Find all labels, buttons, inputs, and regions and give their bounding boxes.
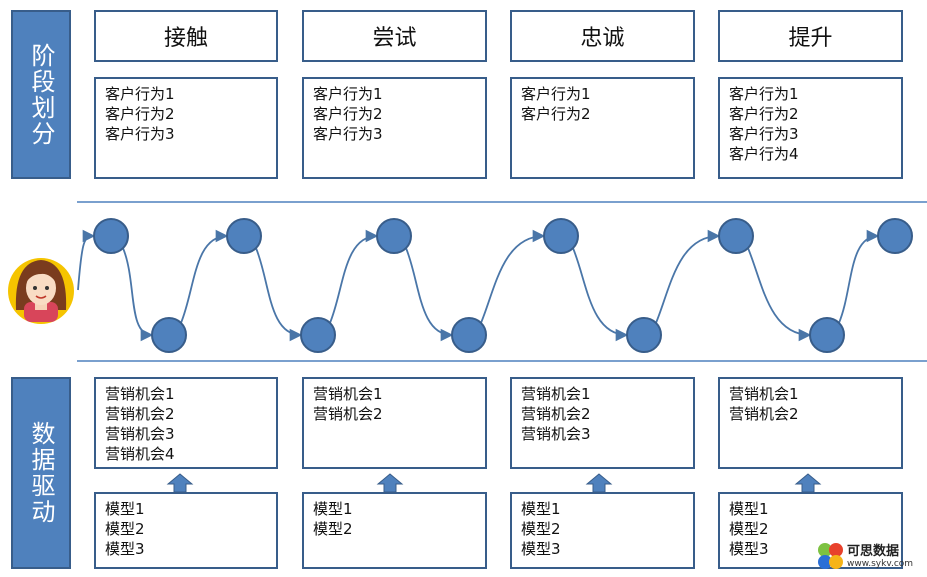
journey-wave-segment xyxy=(747,247,812,342)
behavior-item: 客户行为4 xyxy=(729,145,799,163)
stage-title-1: 接触 xyxy=(94,10,278,62)
opportunities-box-3: 营销机会1 营销机会2 营销机会3 xyxy=(510,377,695,469)
journey-wave-segment xyxy=(405,247,454,342)
journey-wave-segment xyxy=(180,229,229,324)
journey-node-icon xyxy=(877,218,913,254)
journey-node-icon xyxy=(93,218,129,254)
model-item: 模型2 xyxy=(313,520,353,538)
journey-wave-segment xyxy=(255,247,303,342)
behavior-item: 客户行为3 xyxy=(105,125,175,143)
behavior-item: 客户行为1 xyxy=(313,85,383,103)
behaviors-box-1: 客户行为1 客户行为2 客户行为3 xyxy=(94,77,278,179)
opportunity-item: 营销机会3 xyxy=(521,425,591,443)
model-item: 模型1 xyxy=(313,500,353,518)
sykv-watermark: 可思数据 www.sykv.com xyxy=(814,538,926,576)
behaviors-box-2: 客户行为1 客户行为2 客户行为3 xyxy=(302,77,487,179)
journey-node-icon xyxy=(543,218,579,254)
journey-wave-segment xyxy=(838,229,880,324)
opportunity-item: 营销机会2 xyxy=(521,405,591,423)
opportunity-item: 营销机会1 xyxy=(105,385,175,403)
journey-node-icon xyxy=(809,317,845,353)
journey-wave-segment xyxy=(655,229,721,324)
journey-node-icon xyxy=(151,317,187,353)
model-item: 模型1 xyxy=(105,500,145,518)
behavior-item: 客户行为2 xyxy=(313,105,383,123)
model-item: 模型3 xyxy=(105,540,145,558)
behavior-item: 客户行为2 xyxy=(521,105,591,123)
opportunity-item: 营销机会2 xyxy=(313,405,383,423)
up-arrow-icon xyxy=(376,473,404,493)
models-box-3: 模型1 模型2 模型3 xyxy=(510,492,695,569)
journey-wave-segment xyxy=(480,229,546,324)
behaviors-box-4: 客户行为1 客户行为2 客户行为3 客户行为4 xyxy=(718,77,903,179)
model-item: 模型2 xyxy=(521,520,561,538)
journey-wave-segment xyxy=(122,247,154,342)
opportunity-item: 营销机会4 xyxy=(105,445,175,463)
data-driven-label: 数据驱动 xyxy=(11,377,71,569)
model-item: 模型2 xyxy=(729,520,769,538)
opportunities-box-4: 营销机会1 营销机会2 xyxy=(718,377,903,469)
behavior-item: 客户行为3 xyxy=(313,125,383,143)
models-box-1: 模型1 模型2 模型3 xyxy=(94,492,278,569)
opportunities-box-1: 营销机会1 营销机会2 营销机会3 营销机会4 xyxy=(94,377,278,469)
behavior-item: 客户行为2 xyxy=(105,105,175,123)
journey-node-icon xyxy=(626,317,662,353)
stage-division-label: 阶段划分 xyxy=(11,10,71,179)
opportunity-item: 营销机会1 xyxy=(729,385,799,403)
behavior-item: 客户行为1 xyxy=(521,85,591,103)
opportunity-item: 营销机会1 xyxy=(521,385,591,403)
sykv-logo xyxy=(818,543,843,569)
behavior-item: 客户行为1 xyxy=(729,85,799,103)
journey-wave xyxy=(77,229,880,342)
journey-node-icon xyxy=(718,218,754,254)
opportunities-box-2: 营销机会1 营销机会2 xyxy=(302,377,487,469)
model-item: 模型2 xyxy=(105,520,145,538)
journey-node-icon xyxy=(451,317,487,353)
behavior-item: 客户行为3 xyxy=(729,125,799,143)
up-arrow-icon xyxy=(794,473,822,493)
customer-avatar-icon xyxy=(8,258,74,324)
watermark-url: www.sykv.com xyxy=(847,559,914,569)
journey-wave-segment xyxy=(572,247,629,342)
model-item: 模型1 xyxy=(521,500,561,518)
model-item: 模型1 xyxy=(729,500,769,518)
journey-node-icon xyxy=(376,218,412,254)
model-item: 模型3 xyxy=(521,540,561,558)
journey-node-icon xyxy=(226,218,262,254)
journey-nodes xyxy=(93,218,913,353)
up-arrow-icon xyxy=(166,473,194,493)
behavior-item: 客户行为1 xyxy=(105,85,175,103)
opportunity-item: 营销机会2 xyxy=(729,405,799,423)
model-item: 模型3 xyxy=(729,540,769,558)
behavior-item: 客户行为2 xyxy=(729,105,799,123)
watermark-name: 可思数据 xyxy=(847,544,900,559)
opportunity-item: 营销机会2 xyxy=(105,405,175,423)
models-box-4: 模型1 模型2 模型3 xyxy=(718,492,903,569)
up-arrow-icon xyxy=(585,473,613,493)
stage-title-3: 忠诚 xyxy=(510,10,695,62)
journey-wave-segment xyxy=(329,229,379,324)
stage-title-2: 尝试 xyxy=(302,10,487,62)
stage-title-4: 提升 xyxy=(718,10,903,62)
models-box-2: 模型1 模型2 xyxy=(302,492,487,569)
behaviors-box-3: 客户行为1 客户行为2 xyxy=(510,77,695,179)
journey-wave-segment xyxy=(77,229,96,291)
opportunity-item: 营销机会3 xyxy=(105,425,175,443)
journey-node-icon xyxy=(300,317,336,353)
opportunity-item: 营销机会1 xyxy=(313,385,383,403)
